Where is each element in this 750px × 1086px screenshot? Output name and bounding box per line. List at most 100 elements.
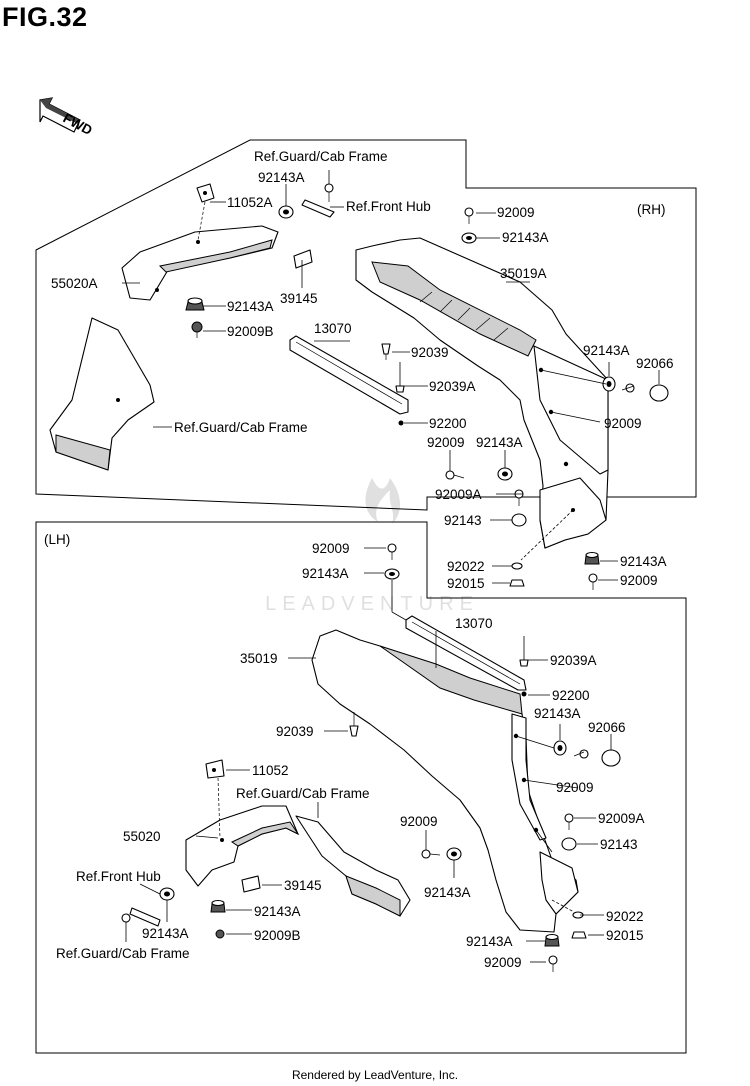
lh-cap-92066	[601, 749, 621, 767]
rh-bracket-11052a	[196, 183, 215, 241]
rh-grommet-92143a-3	[185, 297, 205, 311]
rh-label-92200: 92200	[429, 416, 467, 431]
lh-label-92009-bot: 92009	[484, 955, 522, 970]
lh-bolt-92009-mid	[573, 749, 589, 759]
lh-guard-55020	[185, 805, 300, 887]
rh-label-92143a-6: 92143A	[620, 554, 667, 569]
lh-fender-35019	[311, 629, 579, 933]
rh-label-92015: 92015	[447, 576, 485, 591]
lh-label-ref-guard-bot: Ref.Guard/Cab Frame	[56, 946, 190, 961]
rh-label-92009-left: 92009	[427, 435, 465, 450]
lh-rivet-92039a	[519, 636, 529, 667]
rh-nut-92200	[398, 420, 404, 426]
rh-label-39145: 39145	[280, 291, 318, 306]
rh-screw-top	[324, 183, 334, 202]
rh-label-11052a: 11052A	[227, 195, 273, 210]
lh-label-92015: 92015	[606, 928, 644, 943]
lh-grommet-92143a-4	[446, 847, 462, 861]
rh-strip-13070	[289, 335, 409, 415]
lh-label-92009-top: 92009	[312, 541, 350, 556]
lh-label-92143a-3: 92143A	[254, 904, 301, 919]
lh-label-92143: 92143	[600, 837, 638, 852]
lh-side-label: (LH)	[44, 532, 70, 547]
rh-bolt-92009-left	[445, 470, 465, 480]
lh-bolt-92009b	[215, 929, 225, 939]
rh-washer-92022	[511, 562, 523, 570]
rh-label-92009a: 92009A	[435, 487, 482, 502]
rh-label-ref-front-hub: Ref.Front Hub	[346, 199, 431, 214]
watermark: LEADVENTURE	[265, 478, 473, 615]
lh-label-92009b: 92009B	[254, 928, 301, 943]
lh-nut-92200	[521, 691, 527, 697]
rh-label-92143a-3: 92143A	[227, 299, 274, 314]
rh-cap-92066	[649, 384, 669, 402]
rh-label-92009-bot: 92009	[620, 573, 658, 588]
lh-label-ref-guard-mid: Ref.Guard/Cab Frame	[236, 786, 370, 801]
rh-label-92009-mid: 92009	[604, 416, 642, 431]
rh-bolt-92009a	[514, 489, 524, 506]
lh-label-92200: 92200	[552, 688, 590, 703]
rh-label-92066: 92066	[636, 356, 674, 371]
fwd-arrow-icon: FWD	[39, 97, 95, 138]
rh-grommet-92143a-4	[602, 376, 616, 392]
rh-grommet-top	[278, 205, 294, 219]
lh-screw-bot	[121, 913, 131, 923]
lh-grommet-92143	[561, 837, 577, 851]
lh-bracket-11052	[205, 759, 225, 839]
lh-nut-92015	[571, 931, 587, 939]
lh-label-39145: 39145	[284, 878, 322, 893]
lh-grommet-92143a-5	[544, 933, 560, 947]
rh-label-92143: 92143	[444, 513, 482, 528]
rh-label-ref-guard-mid: Ref.Guard/Cab Frame	[174, 420, 308, 435]
rh-bolt-92009-bot	[588, 573, 598, 590]
rh-bolt-92009b	[191, 321, 203, 338]
lh-label-55020: 55020	[123, 829, 161, 844]
rh-grommet-92143a-2	[461, 232, 477, 244]
lh-bolt-92009-top	[387, 543, 397, 560]
lh-label-92039: 92039	[276, 724, 314, 739]
rh-grommet-92143a-5	[497, 467, 513, 481]
rh-label-92039: 92039	[411, 345, 449, 360]
lh-grommet-92143a-2	[553, 740, 567, 756]
rh-label-13070: 13070	[314, 321, 352, 336]
rh-label-35019a: 35019A	[500, 266, 547, 281]
lh-label-92143a-5: 92143A	[466, 934, 513, 949]
lh-label-92143a-4: 92143A	[424, 885, 471, 900]
footer-credit: Rendered by LeadVenture, Inc.	[291, 1068, 459, 1082]
rh-cab-frame-shield	[49, 317, 155, 471]
lh-label-92039a: 92039A	[550, 653, 597, 668]
rh-label-92039a: 92039A	[429, 379, 476, 394]
lh-label-92143a-top: 92143A	[302, 566, 349, 581]
rh-leaders	[122, 170, 660, 584]
lh-grommet-92143a-3	[210, 899, 226, 913]
rh-guard-55020a	[121, 225, 279, 301]
rh-label-92143a-top: 92143A	[258, 170, 305, 185]
rh-nut-92015	[509, 579, 525, 587]
rh-grommet-92143a-6	[584, 551, 600, 565]
rh-bolt-92009-mid	[621, 383, 635, 393]
lh-grommet-92143a-top	[384, 568, 400, 580]
rh-label-92143a-2: 92143A	[502, 230, 549, 245]
rh-bolt-92009-top	[464, 207, 474, 224]
rh-side-label: (RH)	[637, 202, 666, 217]
lh-grommet-92143a-6	[159, 887, 175, 901]
figure-title: FIG.32	[2, 2, 88, 32]
rh-rivet-92039	[381, 343, 391, 360]
lh-front-hub-clip	[129, 907, 161, 927]
rh-grommet-92143	[511, 513, 527, 527]
rh-label-92022: 92022	[447, 559, 485, 574]
rh-frame	[35, 139, 697, 511]
lh-label-92022: 92022	[606, 909, 644, 924]
lh-label-92009a: 92009A	[598, 811, 645, 826]
lh-bolt-92009a	[564, 813, 574, 830]
lh-bolt-92009-bot	[548, 955, 558, 972]
rh-fender-35019a	[355, 237, 609, 549]
lh-frame	[35, 521, 687, 1054]
lh-cab-frame-shield	[295, 815, 411, 917]
svg-text:FWD: FWD	[61, 110, 95, 138]
rh-front-hub-clip	[301, 199, 335, 218]
lh-label-ref-front-hub: Ref.Front Hub	[76, 869, 161, 884]
lh-label-13070: 13070	[455, 616, 493, 631]
lh-label-11052: 11052	[252, 763, 289, 778]
